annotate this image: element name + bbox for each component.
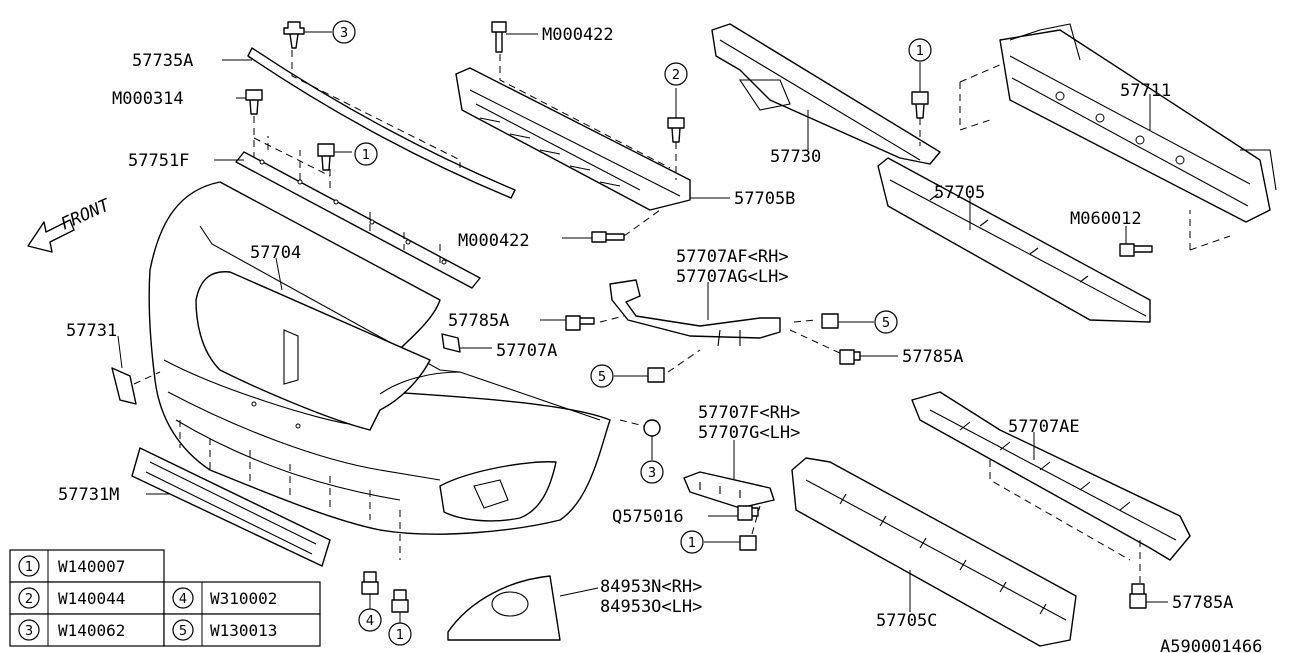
clip-1-strip[interactable] — [317, 143, 335, 171]
svg-text:1: 1 — [916, 44, 924, 59]
legend-row-3: 3 W140062 — [18, 619, 125, 641]
label-M000422-top: M000422 — [542, 25, 614, 45]
callout-4: 4 — [358, 608, 382, 632]
label-57711: 57711 — [1120, 81, 1171, 101]
bolt-57785A-bottom[interactable] — [1129, 583, 1147, 609]
svg-text:FRONT: FRONT — [58, 195, 114, 235]
clip-1-bracket[interactable] — [739, 535, 757, 551]
svg-text:5: 5 — [598, 370, 606, 385]
beam-57711[interactable] — [999, 23, 1277, 223]
clip-5-left[interactable] — [647, 367, 665, 383]
fog-cover-84953[interactable] — [447, 575, 561, 641]
legend-row-2: 2 W140044 — [18, 587, 125, 609]
label-84953O: 84953O<LH> — [600, 597, 702, 617]
label-57707AG: 57707AG<LH> — [676, 267, 789, 287]
svg-text:3: 3 — [340, 26, 348, 41]
svg-text:1: 1 — [396, 628, 404, 643]
svg-text:3: 3 — [648, 466, 656, 481]
label-57707G: 57707G<LH> — [698, 423, 800, 443]
svg-text:W130013: W130013 — [210, 621, 277, 640]
clip-5-right[interactable] — [821, 313, 839, 329]
clip-57707A[interactable] — [441, 333, 461, 353]
legend-row-4: 4 W310002 — [172, 587, 277, 609]
side-bracket-57707AF[interactable] — [609, 279, 781, 347]
clip-top-3[interactable] — [283, 21, 305, 49]
label-57705B: 57705B — [734, 189, 795, 209]
bolt-M060012[interactable] — [1119, 243, 1153, 257]
bracket-57707AE[interactable] — [911, 391, 1191, 561]
clip-4[interactable] — [361, 571, 379, 595]
label-57785A-right: 57785A — [902, 347, 963, 367]
legend-row-1: 1 W140007 — [18, 555, 125, 577]
svg-text:W140062: W140062 — [58, 621, 125, 640]
bolt-M000422-top[interactable] — [491, 21, 507, 53]
label-57707F: 57707F<RH> — [698, 403, 800, 423]
label-57751F: 57751F — [128, 151, 189, 171]
label-M000422-mid: M000422 — [458, 231, 530, 251]
label-57705C: 57705C — [876, 611, 937, 631]
legend-table: 1 W140007 2 W140044 3 W140062 4 W310002 … — [9, 549, 321, 647]
absorber-57705C[interactable] — [791, 457, 1077, 647]
svg-text:5: 5 — [882, 316, 890, 331]
callout-5-a: 5 — [874, 310, 898, 334]
front-arrow: FRONT — [27, 195, 114, 253]
label-57707A: 57707A — [496, 341, 557, 361]
label-84953N: 84953N<RH> — [600, 577, 702, 597]
clip-1-upper[interactable] — [911, 91, 929, 119]
svg-text:4: 4 — [366, 614, 374, 629]
svg-text:1: 1 — [25, 560, 33, 575]
svg-text:5: 5 — [179, 624, 187, 639]
label-57705: 57705 — [934, 183, 985, 203]
callout-1-c: 1 — [680, 530, 704, 554]
svg-text:2: 2 — [672, 68, 680, 83]
callout-1-d: 1 — [388, 622, 412, 646]
label-M060012: M060012 — [1070, 209, 1142, 229]
callout-3-top: 3 — [332, 20, 356, 44]
label-57730: 57730 — [770, 147, 821, 167]
clip-3-right[interactable] — [643, 419, 661, 437]
label-57735A: 57735A — [132, 51, 193, 71]
diagram-id: A590001466 — [1160, 637, 1262, 653]
callout-2: 2 — [664, 62, 688, 86]
svg-text:1: 1 — [362, 148, 370, 163]
bracket-57731[interactable] — [111, 367, 137, 405]
absorber-57705[interactable] — [877, 157, 1151, 323]
molding-strip-57735A[interactable] — [247, 47, 516, 199]
lower-grille-57731M[interactable] — [131, 447, 331, 567]
label-57704: 57704 — [250, 243, 301, 263]
upper-strip-57751F[interactable] — [235, 151, 481, 289]
bracket-57730[interactable] — [711, 23, 941, 165]
callout-3-b: 3 — [640, 460, 664, 484]
svg-text:4: 4 — [179, 592, 187, 607]
svg-text:1: 1 — [688, 536, 696, 551]
callout-1-a: 1 — [354, 142, 378, 166]
label-57731M: 57731M — [58, 485, 119, 505]
label-Q575016: Q575016 — [612, 507, 684, 527]
callout-1-b: 1 — [908, 38, 932, 62]
bumper-face-57704[interactable] — [148, 181, 611, 535]
svg-text:3: 3 — [25, 624, 33, 639]
bracket-57707F[interactable] — [683, 471, 775, 509]
label-M000314: M000314 — [112, 89, 184, 109]
clip-M000314[interactable] — [245, 89, 263, 115]
svg-text:W310002: W310002 — [210, 589, 277, 608]
label-57731: 57731 — [66, 321, 117, 341]
screw-Q575016[interactable] — [737, 505, 759, 521]
legend-row-5: 5 W130013 — [172, 619, 277, 641]
cover-57705B[interactable] — [455, 67, 691, 211]
svg-text:W140007: W140007 — [58, 557, 125, 576]
label-57785A-bottom: 57785A — [1172, 593, 1233, 613]
label-57785A-left: 57785A — [448, 311, 509, 331]
clip-1-lower[interactable] — [391, 589, 409, 613]
bolt-57785A-left[interactable] — [565, 315, 595, 331]
svg-text:2: 2 — [25, 592, 33, 607]
label-57707AF: 57707AF<RH> — [676, 247, 789, 267]
bolt-M000422-mid[interactable] — [591, 231, 625, 243]
bolt-57785A-right[interactable] — [839, 349, 861, 365]
clip-2[interactable] — [667, 117, 685, 143]
svg-text:W140044: W140044 — [58, 589, 125, 608]
label-57707AE: 57707AE — [1008, 417, 1080, 437]
callout-5-b: 5 — [590, 364, 614, 388]
